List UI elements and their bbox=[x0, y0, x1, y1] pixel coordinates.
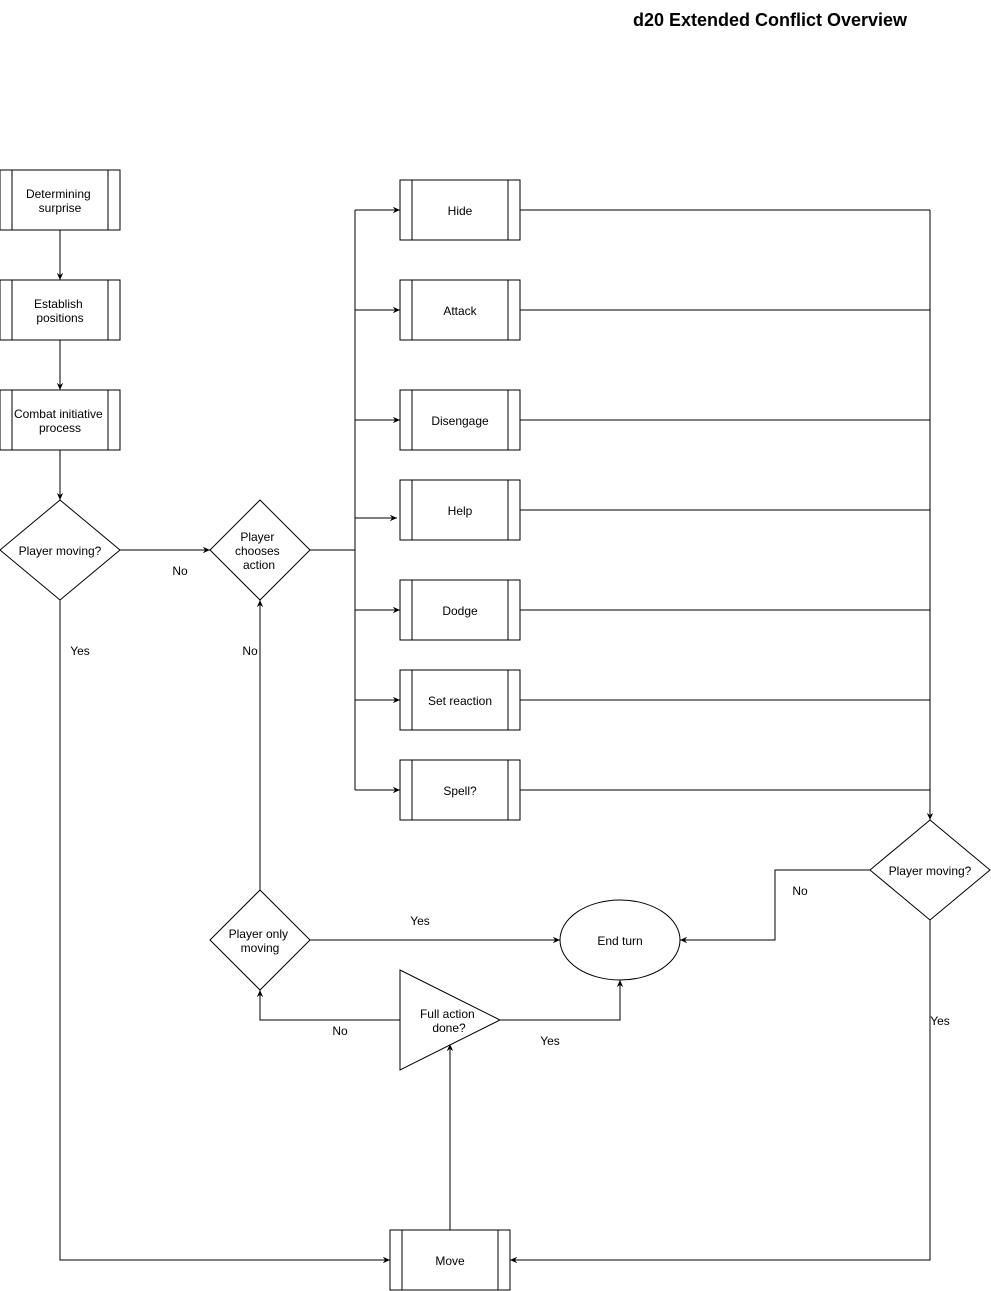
node-text-set-reaction: Set reaction bbox=[428, 694, 492, 708]
node-disengage: Disengage bbox=[399, 389, 521, 451]
node-text-player-only-moving: Player only moving bbox=[229, 927, 292, 955]
node-set-reaction: Set reaction bbox=[399, 669, 521, 731]
node-move: Move bbox=[389, 1229, 511, 1291]
node-text-player-moving-2: Player moving? bbox=[889, 864, 972, 878]
label-moving2-no: No bbox=[792, 884, 808, 898]
edge-moving2-no bbox=[680, 869, 870, 944]
node-help: Help bbox=[399, 479, 521, 541]
node-attack: Attack bbox=[399, 279, 521, 341]
label-moving1-no: No bbox=[172, 564, 188, 578]
node-end-turn: End turn bbox=[559, 899, 681, 981]
node-text-dodge: Dodge bbox=[442, 604, 478, 618]
node-text-end-turn: End turn bbox=[597, 934, 642, 948]
label-only-moving-yes: Yes bbox=[410, 914, 430, 928]
node-dodge: Dodge bbox=[399, 579, 521, 641]
edge-moving1-yes bbox=[59, 600, 390, 1264]
label-only-moving-no: No bbox=[242, 644, 258, 658]
node-text-help: Help bbox=[448, 504, 473, 518]
label-full-action-yes: Yes bbox=[540, 1034, 560, 1048]
diagram-title: d20 Extended Conflict Overview bbox=[632, 10, 908, 30]
node-determining-surprise: Determining surprise bbox=[0, 169, 121, 231]
edge-full-action-no bbox=[256, 990, 400, 1021]
node-text-move: Move bbox=[435, 1254, 465, 1268]
nodes: Determining surprise Establish positions… bbox=[0, 169, 991, 1291]
node-player-moving-1: Player moving? bbox=[0, 499, 121, 601]
edge-labels: No Yes No Yes No Yes No Yes bbox=[70, 564, 950, 1048]
label-full-action-no: No bbox=[332, 1024, 348, 1038]
edges bbox=[56, 206, 934, 1264]
node-text-combat-initiative: Combat initiative process bbox=[14, 407, 106, 435]
node-establish-positions: Establish positions bbox=[0, 279, 121, 341]
node-text-spell: Spell? bbox=[443, 784, 477, 798]
node-text-player-moving-1: Player moving? bbox=[19, 544, 102, 558]
node-text-disengage: Disengage bbox=[431, 414, 489, 428]
node-text-player-chooses-action: Player chooses action bbox=[235, 530, 283, 572]
label-moving2-yes: Yes bbox=[930, 1014, 950, 1028]
node-combat-initiative: Combat initiative process bbox=[0, 389, 121, 451]
node-player-only-moving: Player only moving bbox=[209, 889, 311, 991]
edge-moving2-yes bbox=[510, 920, 931, 1264]
label-moving1-yes: Yes bbox=[70, 644, 90, 658]
node-text-full-action-done: Full action done? bbox=[420, 1007, 478, 1035]
node-text-determining-surprise: Determining surprise bbox=[26, 187, 94, 215]
edge-full-action-yes bbox=[500, 980, 624, 1021]
node-hide: Hide bbox=[399, 179, 521, 241]
node-text-attack: Attack bbox=[443, 304, 477, 318]
node-full-action-done: Full action done? bbox=[399, 969, 502, 1071]
node-player-chooses-action: Player chooses action bbox=[209, 499, 311, 601]
node-player-moving-2: Player moving? bbox=[869, 819, 991, 921]
node-spell: Spell? bbox=[399, 759, 521, 821]
node-text-establish-positions: Establish positions bbox=[34, 297, 86, 325]
node-text-hide: Hide bbox=[448, 204, 473, 218]
